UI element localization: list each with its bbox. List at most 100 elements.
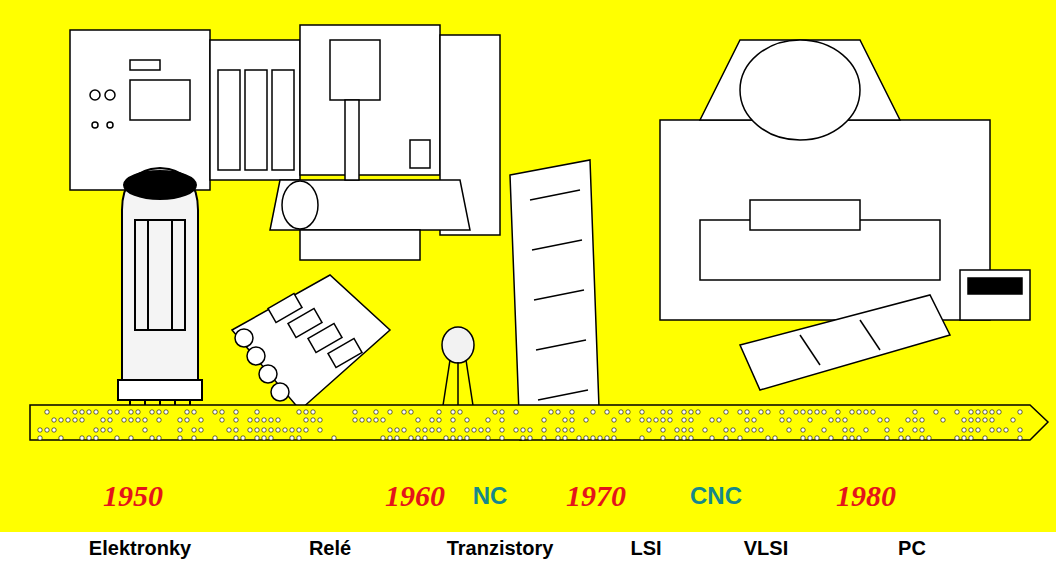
tape-hole [829, 418, 833, 422]
tape-hole [899, 428, 903, 432]
tape-hole [409, 436, 413, 440]
tape-hole [353, 410, 357, 414]
era-label: Elektronky [89, 538, 191, 558]
year-label: 1980 [836, 481, 896, 511]
tape-hole [45, 428, 49, 432]
tape-hole [416, 418, 420, 422]
tape-hole [164, 410, 168, 414]
tape-hole [997, 410, 1001, 414]
tape-hole [745, 418, 749, 422]
tape-hole [248, 428, 252, 432]
tape-hole [451, 418, 455, 422]
tape-hole [710, 436, 714, 440]
tape-hole [465, 418, 469, 422]
tape-hole [717, 418, 721, 422]
tape-hole [850, 410, 854, 414]
tape-hole [752, 418, 756, 422]
tape-hole [864, 410, 868, 414]
tape-hole [773, 436, 777, 440]
tape-hole [626, 410, 630, 414]
tape-hole [122, 418, 126, 422]
tape-hole [647, 418, 651, 422]
tape-hole [885, 418, 889, 422]
tape-hole [1018, 436, 1022, 440]
tape-hole [451, 428, 455, 432]
tape-hole [829, 436, 833, 440]
tape-hole [514, 410, 518, 414]
tape-hole [556, 410, 560, 414]
tape-hole [227, 428, 231, 432]
tape-hole [563, 428, 567, 432]
tape-hole [920, 428, 924, 432]
year-label: 1960 [385, 481, 445, 511]
tape-hole [661, 418, 665, 422]
tape-hole [500, 418, 504, 422]
tape-hole [808, 410, 812, 414]
tape-hole [913, 410, 917, 414]
tape-hole [248, 418, 252, 422]
tape-hole [1018, 410, 1022, 414]
tape-hole [913, 428, 917, 432]
tape-hole [255, 410, 259, 414]
tape-hole [542, 428, 546, 432]
tape-hole [255, 418, 259, 422]
era-label: LSI [630, 538, 661, 558]
tape-hole [612, 428, 616, 432]
tape-hole [367, 418, 371, 422]
tape-hole [969, 436, 973, 440]
tape-hole [612, 418, 616, 422]
tape-hole [353, 418, 357, 422]
tape-hole [465, 436, 469, 440]
tape-hole [850, 428, 854, 432]
tape-hole [591, 436, 595, 440]
tape-hole [108, 418, 112, 422]
tape-hole [577, 436, 581, 440]
tape-hole [556, 436, 560, 440]
tape-hole [199, 428, 203, 432]
technology-label: NC [473, 484, 508, 508]
tape-hole [402, 428, 406, 432]
tape-hole [437, 410, 441, 414]
tape-hole [689, 428, 693, 432]
tape-hole [395, 436, 399, 440]
tape-hole [766, 436, 770, 440]
tape-hole [759, 410, 763, 414]
tape-hole [283, 428, 287, 432]
tape-hole [766, 410, 770, 414]
tape-hole [661, 436, 665, 440]
tape-hole [521, 436, 525, 440]
tape-hole [234, 410, 238, 414]
tape-hole [108, 428, 112, 432]
era-label: PC [898, 538, 926, 558]
tape-hole [115, 436, 119, 440]
tape-hole [458, 410, 462, 414]
tape-hole [906, 436, 910, 440]
tape-hole [66, 418, 70, 422]
tape-hole [815, 436, 819, 440]
tape-hole [262, 428, 266, 432]
tape-hole [745, 410, 749, 414]
tape-hole [745, 428, 749, 432]
tape-hole [304, 428, 308, 432]
tape-hole [374, 410, 378, 414]
tape-hole [899, 436, 903, 440]
tape-hole [157, 436, 161, 440]
tape-hole [528, 428, 532, 432]
tape-hole [787, 428, 791, 432]
tape-hole [570, 418, 574, 422]
tape-hole [990, 410, 994, 414]
tape-hole [997, 428, 1001, 432]
tape-hole [269, 418, 273, 422]
tape-hole [787, 418, 791, 422]
tape-hole [500, 428, 504, 432]
tape-hole [724, 436, 728, 440]
tape-hole [822, 428, 826, 432]
tape-hole [570, 410, 574, 414]
tape-hole [318, 418, 322, 422]
tape-hole [38, 428, 42, 432]
tape-hole [605, 436, 609, 440]
tape-hole [885, 436, 889, 440]
year-label: 1950 [103, 481, 163, 511]
tape-hole [269, 436, 273, 440]
tape-hole [486, 436, 490, 440]
